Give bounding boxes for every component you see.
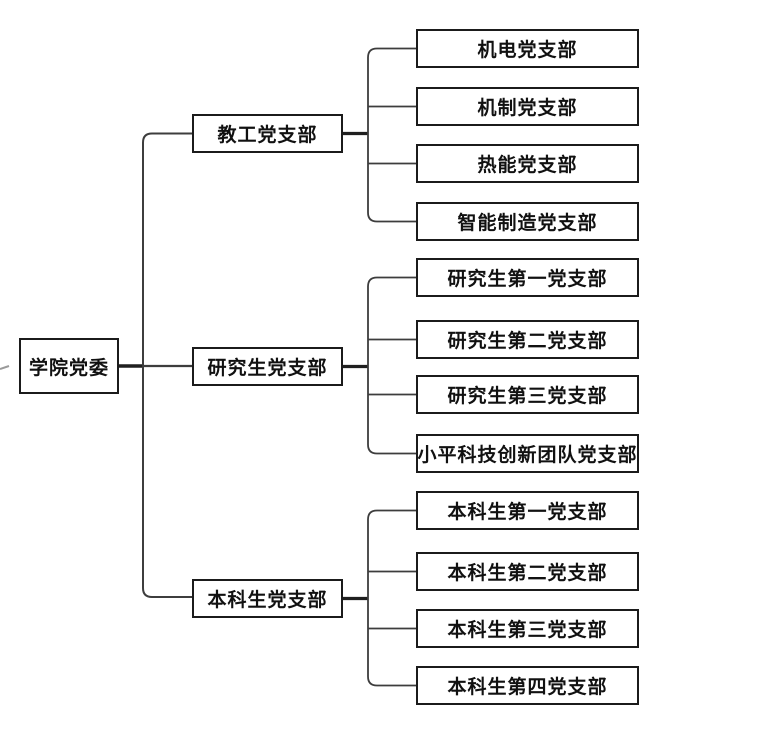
- leaf-node-graduate-third: 研究生第三党支部: [416, 375, 639, 414]
- leaf-node-machinery: 机制党支部: [416, 87, 639, 126]
- leaf-node-graduate-second: 研究生第二党支部: [416, 320, 639, 359]
- leaf-node-undergrad-fourth: 本科生第四党支部: [416, 666, 639, 705]
- group1-rail-line: [367, 47, 416, 223]
- leaf-node-graduate-first: 研究生第一党支部: [416, 258, 639, 297]
- leaf-node-undergrad-second: 本科生第二党支部: [416, 552, 639, 591]
- leaf-node-undergrad-third: 本科生第三党支部: [416, 609, 639, 648]
- leaf-node-intelligent-manufacturing: 智能制造党支部: [416, 202, 639, 241]
- leaf-node-mechatronics: 机电党支部: [416, 29, 639, 68]
- leaf-node-xiaoping-innovation-team: 小平科技创新团队党支部: [416, 434, 639, 473]
- leaf-node-undergrad-first: 本科生第一党支部: [416, 491, 639, 530]
- root-node-college-party-committee: 学院党委: [19, 338, 119, 394]
- group3-rail-line: [367, 509, 416, 687]
- leaf-node-thermal-energy: 热能党支部: [416, 144, 639, 183]
- branch-node-faculty: 教工党支部: [192, 114, 343, 153]
- branch-node-undergraduate: 本科生党支部: [192, 579, 343, 618]
- group2-rail-line: [367, 276, 416, 455]
- branch-node-graduate: 研究生党支部: [192, 347, 343, 386]
- edge-artifact-line: [0, 365, 10, 370]
